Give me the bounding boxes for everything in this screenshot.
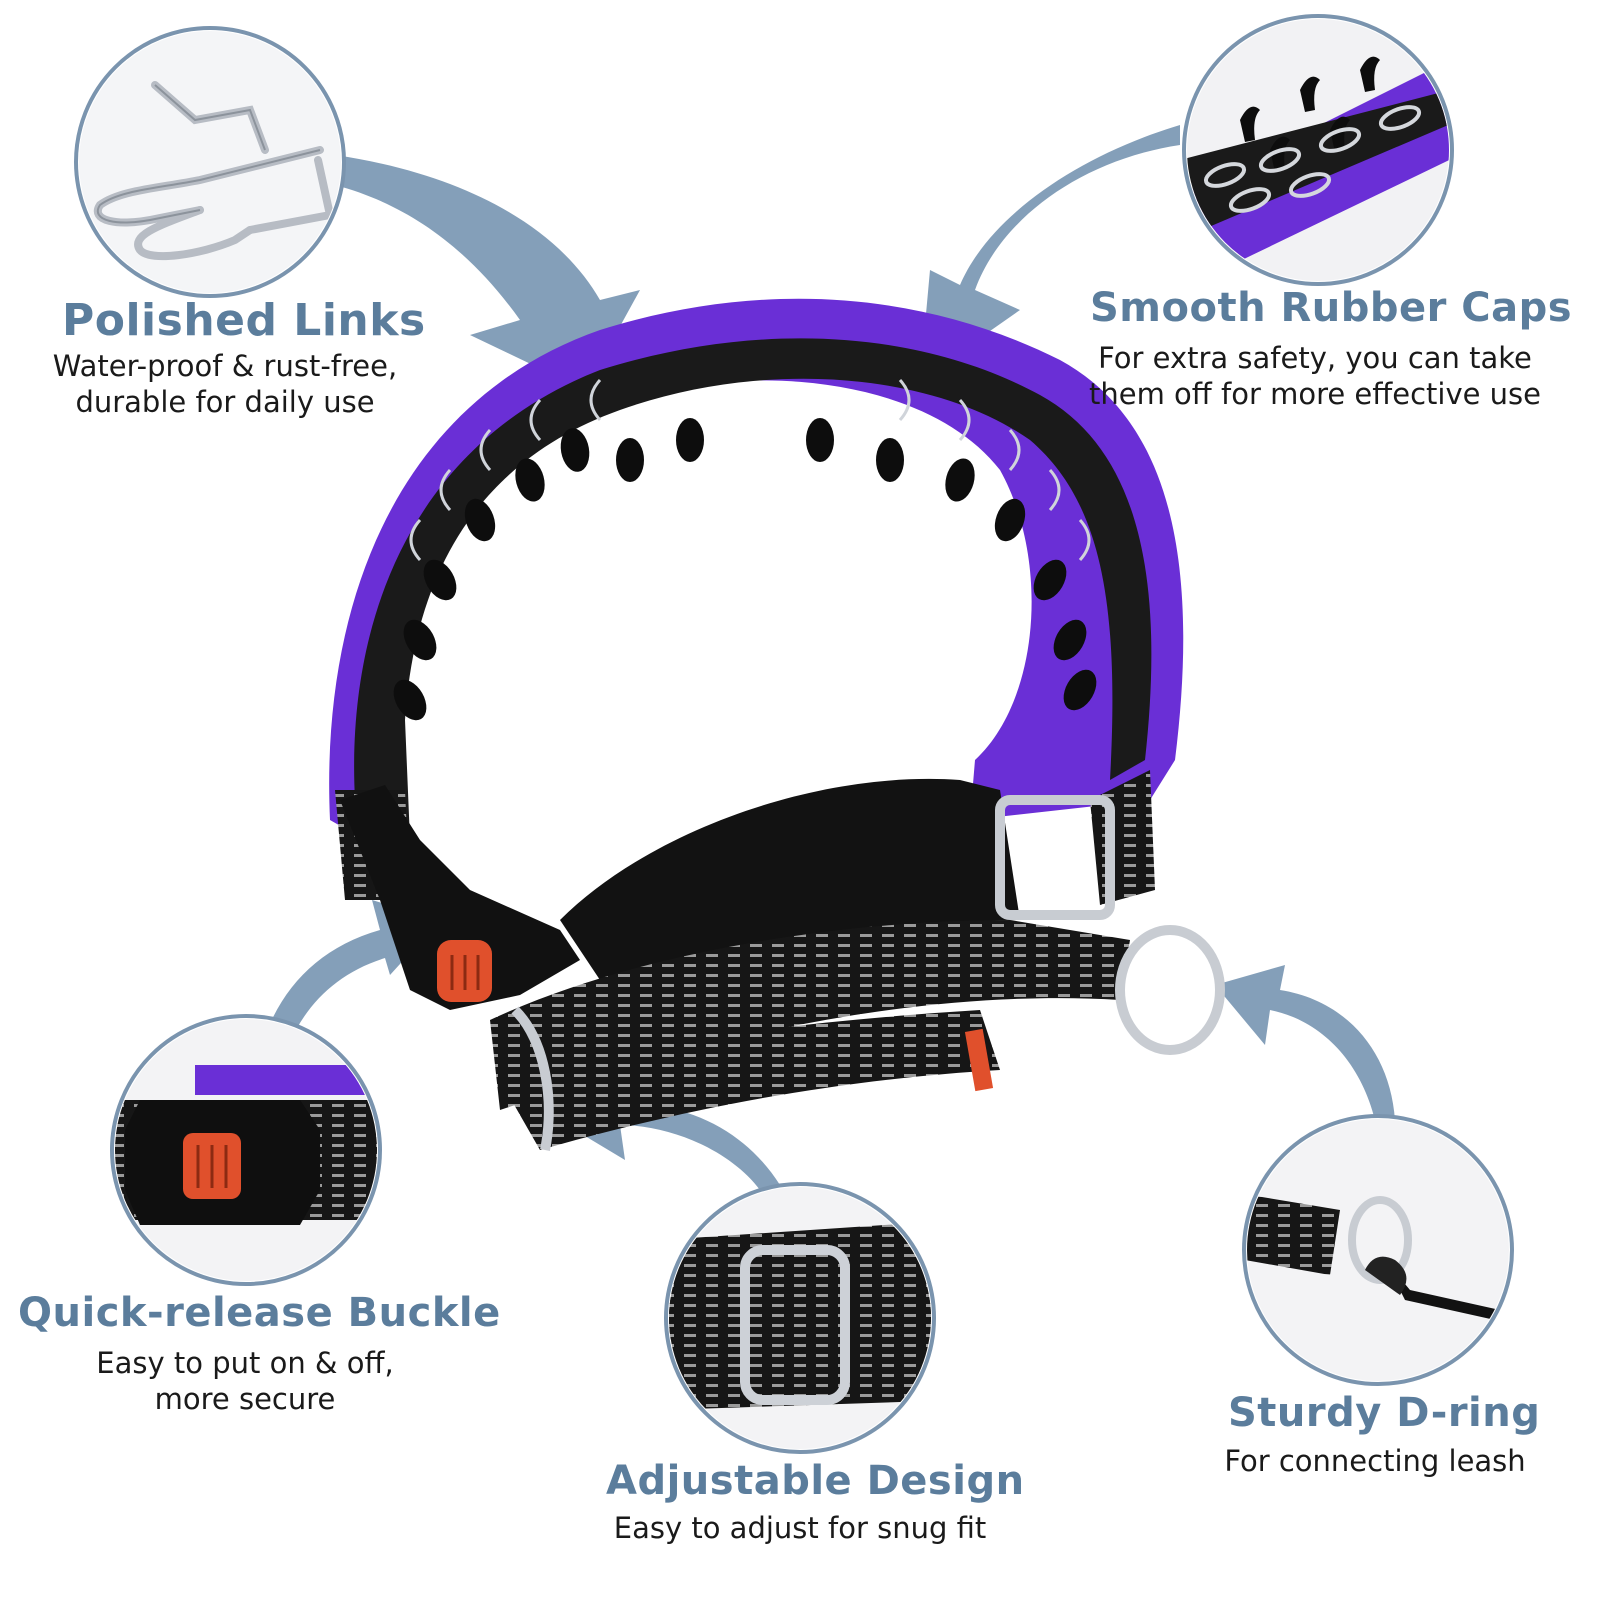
circle-adjustable: [664, 1182, 936, 1454]
collar-main: [329, 298, 1225, 1151]
rubber-caps-title: Smooth Rubber Caps: [1090, 285, 1573, 331]
buckle-desc-line2: more secure: [154, 1382, 336, 1417]
rubber-caps-desc-line2: them off for more effective use: [1088, 377, 1542, 412]
circle-buckle: [110, 1014, 382, 1286]
rubber-caps-desc: For extra safety, you can take them off …: [1085, 340, 1545, 413]
adjustable-desc: Easy to adjust for snug fit: [600, 1510, 1000, 1546]
rubber-cap-icon: [1240, 56, 1380, 172]
rubber-caps-desc-line1: For extra safety, you can take: [1098, 341, 1532, 375]
dring-desc: For connecting leash: [1215, 1443, 1535, 1479]
d-ring-icon: [1348, 1196, 1500, 1320]
dring-title: Sturdy D-ring: [1228, 1390, 1541, 1436]
buckle-desc-line1: Easy to put on & off,: [96, 1346, 394, 1380]
polished-links-desc-line1: Water-proof & rust-free,: [52, 349, 398, 383]
arrow-dring: [1215, 965, 1395, 1120]
buckle-title: Quick-release Buckle: [18, 1290, 501, 1336]
slider-buckle-icon: [740, 1245, 850, 1405]
buckle-desc: Easy to put on & off, more secure: [60, 1345, 430, 1418]
circle-dring: [1242, 1114, 1514, 1386]
adjustable-desc-line1: Easy to adjust for snug fit: [613, 1511, 987, 1545]
adjustable-title: Adjustable Design: [606, 1458, 1025, 1504]
polished-links-desc: Water-proof & rust-free, durable for dai…: [40, 348, 410, 421]
circle-rubber-caps: [1182, 14, 1454, 286]
arrow-rubber-caps: [920, 125, 1180, 380]
buckle-icon: [125, 1100, 320, 1225]
circle-polished-links: [74, 26, 346, 298]
arrow-buckle: [255, 900, 440, 1070]
arrow-polished-links: [335, 155, 640, 390]
polished-links-title: Polished Links: [62, 295, 426, 346]
dring-desc-line1: For connecting leash: [1224, 1444, 1526, 1478]
polished-links-desc-line2: durable for daily use: [75, 385, 375, 420]
